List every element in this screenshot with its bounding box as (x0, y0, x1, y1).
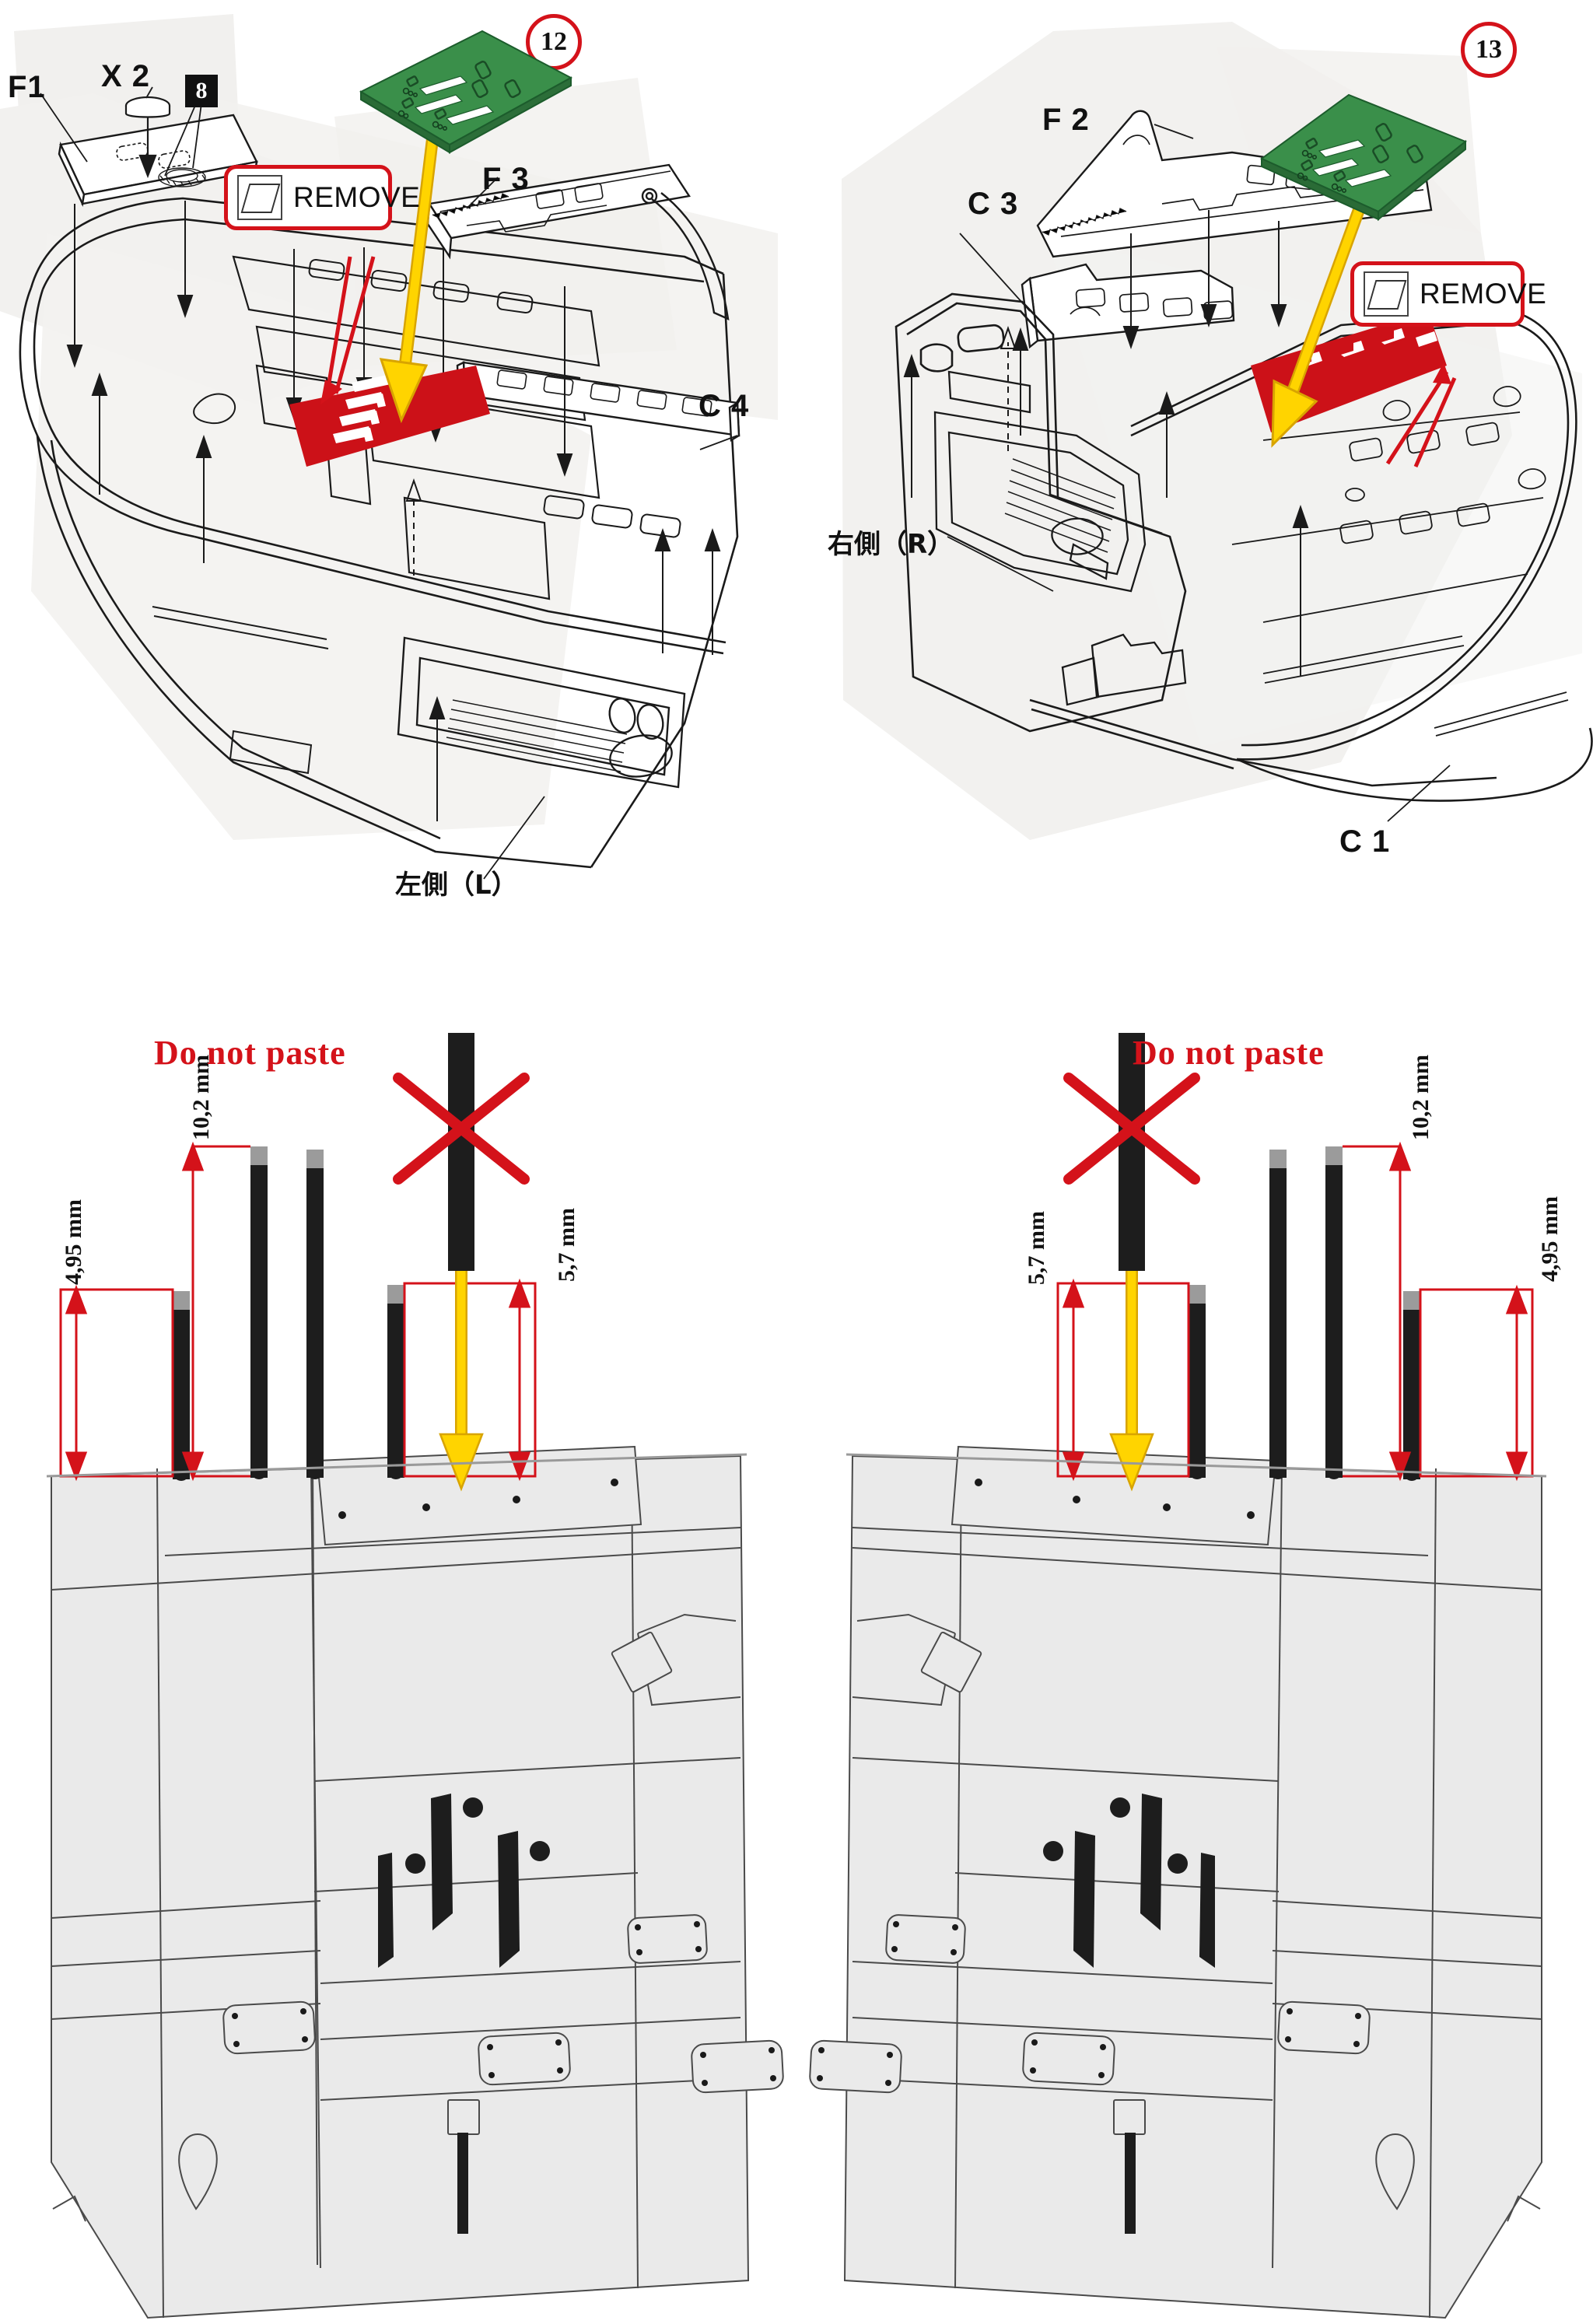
label-c3: C 3 (968, 187, 1019, 221)
step-badge-13: 13 (1461, 22, 1517, 78)
pe-part-12 (359, 30, 573, 154)
label-c1: C 1 (1339, 824, 1391, 859)
do-not-paste-bar (1119, 1033, 1145, 1271)
side-label-left: 左側（L） (395, 870, 518, 901)
remove-label: REMOVE (1420, 278, 1547, 310)
do-not-paste-bar (448, 1033, 474, 1271)
detail-right-line-art (809, 1033, 1547, 2319)
label-c4: C 4 (698, 389, 750, 423)
remove-callout-left: REMOVE (224, 165, 420, 230)
step-13-illustration: F 2 C 3 C 1 右側（R） 13 REMOVE (796, 0, 1593, 964)
pin-4 (387, 1285, 404, 1479)
side-label-right: 右側（R） (828, 529, 954, 560)
label-f3: F 3 (482, 162, 530, 196)
remove-callout-right: REMOVE (1350, 261, 1546, 327)
detail-left-view: 4,95 mm 10,2 mm 5,7 mm Do not paste (0, 1011, 796, 2324)
detail-left-line-art (46, 1033, 784, 2319)
do-not-paste-label: Do not paste (154, 1034, 346, 1072)
do-not-paste-label: Do not paste (1133, 1034, 1325, 1072)
pin-1 (173, 1291, 190, 1481)
detail-right-view: 5,7 mm 10,2 mm 4,95 mm Do not paste (796, 1011, 1593, 2324)
pin-4-mirrored (1403, 1291, 1420, 1481)
square-step-badge-8: 8 (185, 75, 218, 107)
pe-part-13 (1260, 93, 1467, 222)
step-12-illustration: X 2 F1 8 F 3 C 4 左側（L） 12 REMOVE (0, 0, 796, 964)
pin-3 (306, 1150, 324, 1479)
pin-2 (250, 1146, 268, 1479)
dimension-value-3: 5,7 mm (554, 1208, 579, 1282)
remove-parallelogram-icon (1364, 271, 1409, 317)
dimension-value-1: 4,95 mm (61, 1199, 86, 1285)
label-x2: X 2 (101, 59, 151, 93)
remove-parallelogram-icon (237, 175, 282, 220)
blade-marks (1043, 1794, 1215, 1968)
step-13-line-art (842, 22, 1593, 840)
dimension-value-1: 5,7 mm (1024, 1211, 1049, 1285)
pin-1-mirrored (1189, 1285, 1206, 1479)
red-x-icon (1063, 1073, 1200, 1185)
placement-arrow-yellow-detail (439, 1271, 484, 1492)
blade-marks (378, 1794, 550, 1968)
dimension-value-3: 4,95 mm (1537, 1196, 1563, 1282)
label-f1: F1 (8, 70, 46, 104)
remove-label: REMOVE (293, 181, 421, 213)
dimension-value-2: 10,2 mm (1408, 1055, 1434, 1140)
pin-3-mirrored (1325, 1146, 1343, 1479)
placement-arrow-yellow-detail (1109, 1271, 1154, 1492)
step-12-line-art (0, 14, 778, 880)
red-x-icon (393, 1073, 530, 1185)
pin-2-mirrored (1269, 1150, 1287, 1479)
label-f2: F 2 (1042, 103, 1090, 137)
